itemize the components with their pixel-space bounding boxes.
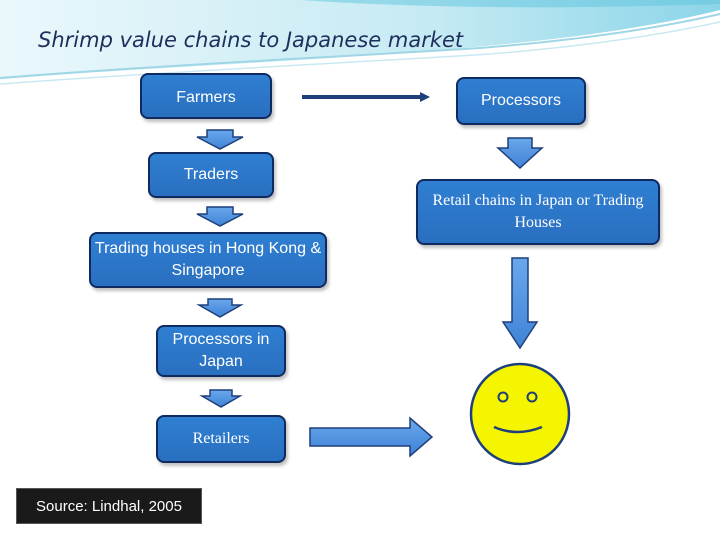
traders-label: Traders xyxy=(184,164,239,186)
retailers-label: Retailers xyxy=(193,428,250,450)
trading-houses-label: Trading houses in Hong Kong & Singapore xyxy=(91,238,325,282)
long-down-arrow-icon xyxy=(503,258,537,348)
source-caption: Source: Lindhal, 2005 xyxy=(16,488,202,524)
trading-houses-box: Trading houses in Hong Kong & Singapore xyxy=(89,232,327,288)
down-arrow-icon xyxy=(199,299,241,317)
processors-japan-box: Processors in Japan xyxy=(156,325,286,377)
smiley-face-icon xyxy=(471,364,569,464)
traders-box: Traders xyxy=(148,152,274,198)
retail-chains-box: Retail chains in Japan or Trading Houses xyxy=(416,179,660,245)
down-arrow-icon xyxy=(498,138,542,168)
processors-box: Processors xyxy=(456,77,586,125)
down-arrow-icon xyxy=(202,390,240,407)
processors-japan-label: Processors in Japan xyxy=(158,329,284,373)
farmers-label: Farmers xyxy=(176,87,236,109)
processors-label: Processors xyxy=(481,90,561,112)
right-arrow-icon xyxy=(310,418,432,456)
farmers-box: Farmers xyxy=(140,73,272,119)
retailers-box: Retailers xyxy=(156,415,286,463)
down-arrow-icon xyxy=(197,207,243,226)
retail-chains-label: Retail chains in Japan or Trading Houses xyxy=(430,190,646,234)
down-arrow-icon xyxy=(197,130,243,149)
source-label: Source: Lindhal, 2005 xyxy=(36,498,182,515)
farmers-to-processors-arrow xyxy=(302,92,430,102)
